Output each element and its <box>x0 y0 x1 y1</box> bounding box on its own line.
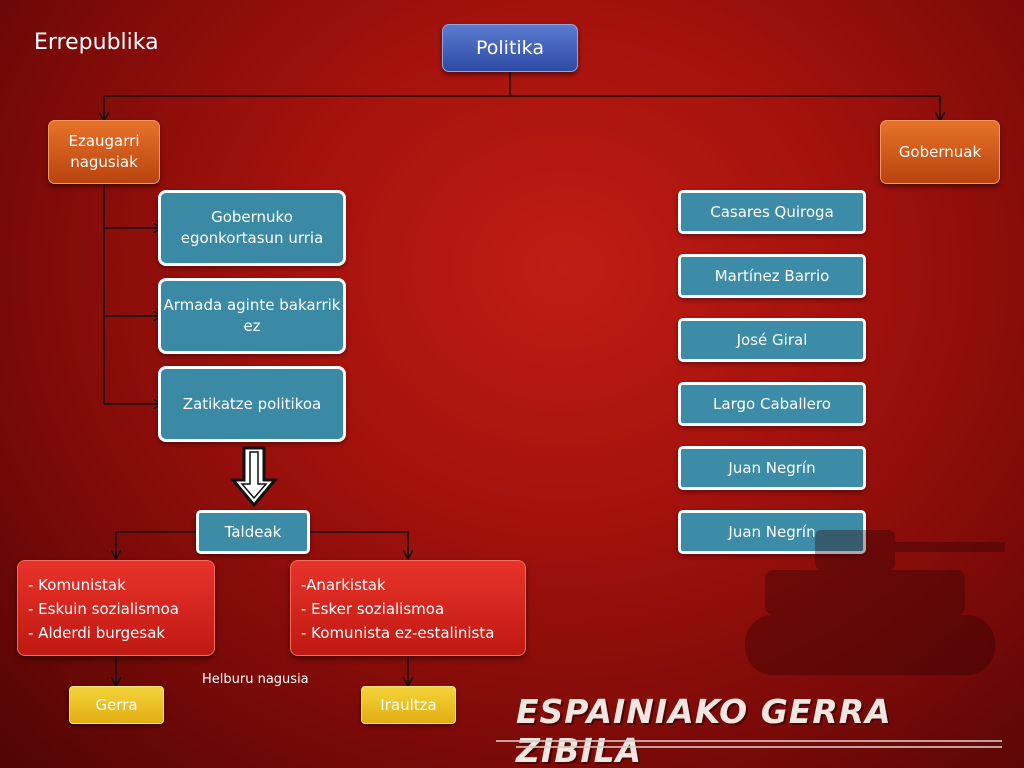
root-node[interactable]: Politika <box>442 24 578 72</box>
gobernu-item-5[interactable]: Juan Negrín <box>678 446 866 490</box>
gobernu-item-4[interactable]: Largo Caballero <box>678 382 866 426</box>
left-group-line-1: - Komunistak <box>28 576 126 594</box>
ezaugarri-item-2[interactable]: Armada aginte bakarrik ez <box>158 278 346 354</box>
gobernu-item-3[interactable]: José Giral <box>678 318 866 362</box>
ezaugarri-item-1[interactable]: Gobernuko egonkortasun urria <box>158 190 346 266</box>
taldeak-node[interactable]: Taldeak <box>196 510 310 554</box>
brand-stripe-1 <box>496 740 1002 742</box>
brand-logo: ESPAINIAKO GERRA ZIBILA <box>516 692 892 768</box>
helburu-caption: Helburu nagusia <box>202 672 309 687</box>
gerra-node[interactable]: Gerra <box>69 686 164 724</box>
slide-title: Errepublika <box>34 30 159 55</box>
gobernuak-node[interactable]: Gobernuak <box>880 120 1000 184</box>
tank-silhouette-icon <box>745 520 1015 704</box>
right-group-line-3: - Komunista ez-estalinista <box>301 624 495 642</box>
iraultza-node[interactable]: Iraultza <box>361 686 456 724</box>
right-group-line-1: -Anarkistak <box>301 576 386 594</box>
ezaugarri-item-3[interactable]: Zatikatze politikoa <box>158 366 346 442</box>
down-arrow-icon <box>229 446 279 512</box>
gobernu-item-1[interactable]: Casares Quiroga <box>678 190 866 234</box>
brand-stripe-2 <box>516 746 1002 748</box>
right-group-box[interactable]: -Anarkistak - Esker sozialismoa - Komuni… <box>290 560 526 656</box>
gobernu-item-6[interactable]: Juan Negrín <box>678 510 866 554</box>
left-group-line-2: - Eskuin sozialismoa <box>28 600 180 618</box>
left-group-line-3: - Alderdi burgesak <box>28 624 166 642</box>
right-group-line-2: - Esker sozialismoa <box>301 600 445 618</box>
ezaugarriak-node[interactable]: Ezaugarri nagusiak <box>48 120 160 184</box>
connector-taldeak-right <box>309 531 408 558</box>
left-group-box[interactable]: - Komunistak - Eskuin sozialismoa - Alde… <box>17 560 215 656</box>
gobernu-item-2[interactable]: Martínez Barrio <box>678 254 866 298</box>
connector-taldeak-left <box>116 531 197 558</box>
